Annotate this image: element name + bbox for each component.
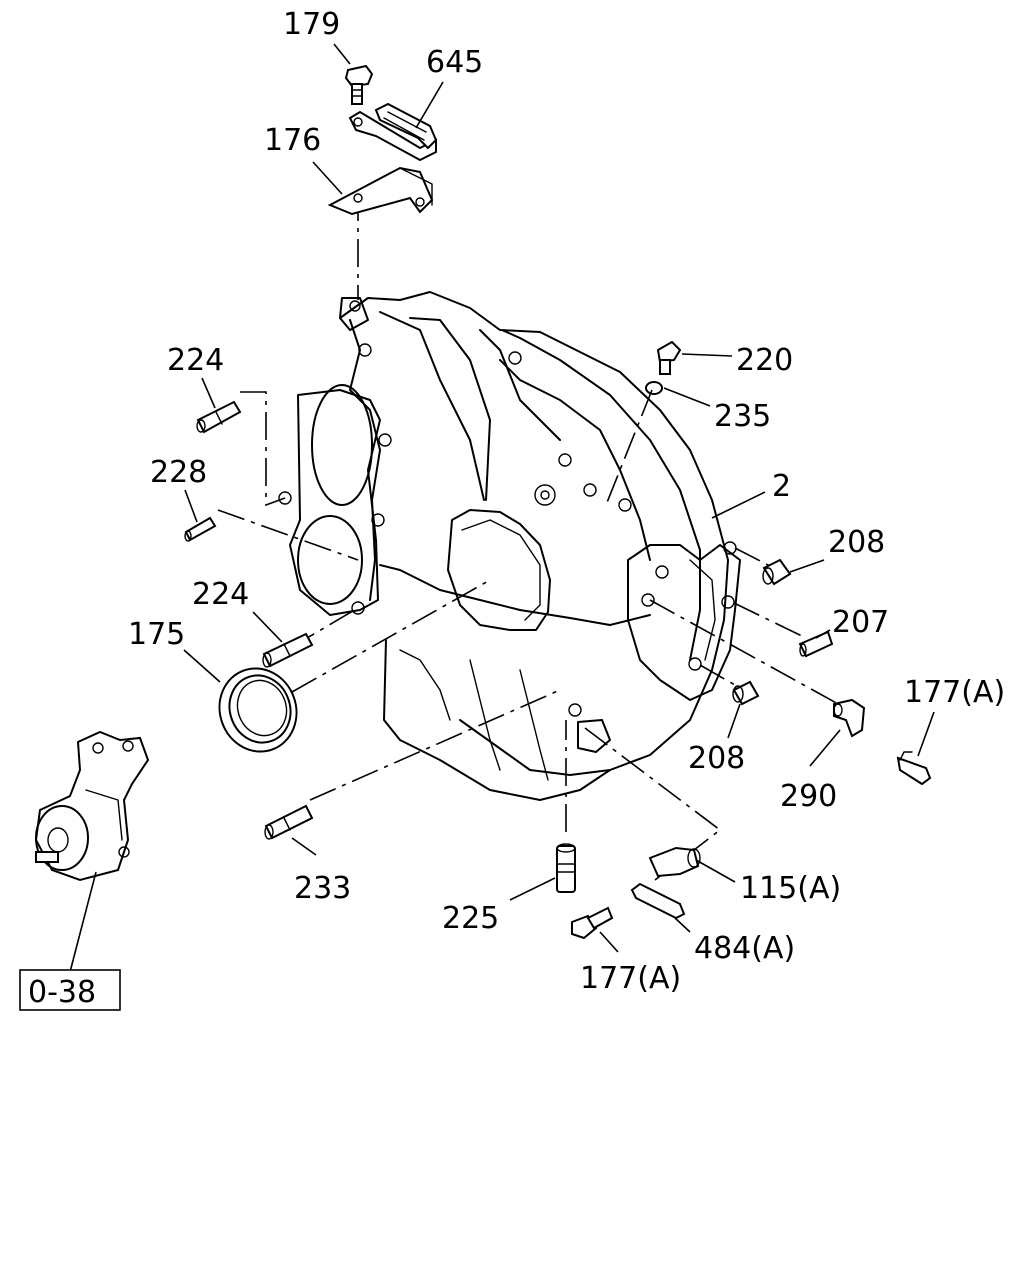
callout-177a-right: 177(A) [904,675,1005,710]
callout-224-lower: 224 [192,577,249,612]
callout-labels: 179 645 176 224 228 224 175 233 225 177(… [128,7,1005,996]
plate-484 [630,882,686,920]
callout-177a-bottom: 177(A) [580,961,681,996]
plug-208-lower [732,680,760,706]
callout-220: 220 [736,343,793,378]
callout-208-upper: 208 [828,525,885,560]
callout-175: 175 [128,617,185,652]
clamp-645 [348,102,438,162]
callout-115a: 115(A) [740,871,841,906]
bolt-177-right [896,751,932,786]
stud-224-upper [196,400,242,434]
callout-224-upper: 224 [167,343,224,378]
callout-179: 179 [283,7,340,42]
reference-label: 0-38 [28,975,96,1010]
callout-207: 207 [832,605,889,640]
callout-645: 645 [426,45,483,80]
stud-228 [184,516,217,542]
plug-208-upper [762,558,792,586]
stud-225 [556,843,576,893]
stud-233 [264,804,314,840]
callout-233: 233 [294,871,351,906]
callout-228: 228 [150,455,207,490]
leader-lines [69,43,935,973]
callout-484a: 484(A) [694,931,795,966]
stud-224-lower [262,632,314,668]
bolt-179 [344,64,374,105]
sensor-115 [648,846,701,878]
plug-220 [656,340,682,375]
bracket-176 [327,166,434,216]
oil-seal-175 [218,667,298,753]
washer-235 [645,381,663,395]
callout-225: 225 [442,901,499,936]
assembly-lines [217,193,841,881]
callout-176: 176 [264,123,321,158]
sensor-290 [833,698,866,738]
reference-box: 0-38 [19,969,121,1011]
bolt-177-bottom [571,906,614,940]
callout-235: 235 [714,399,771,434]
flywheel-housing [278,291,741,801]
callout-208-lower: 208 [688,741,745,776]
callout-290: 290 [780,779,837,814]
aux-pump-assembly [34,730,150,882]
callout-2: 2 [772,469,791,504]
stud-207 [798,630,834,658]
